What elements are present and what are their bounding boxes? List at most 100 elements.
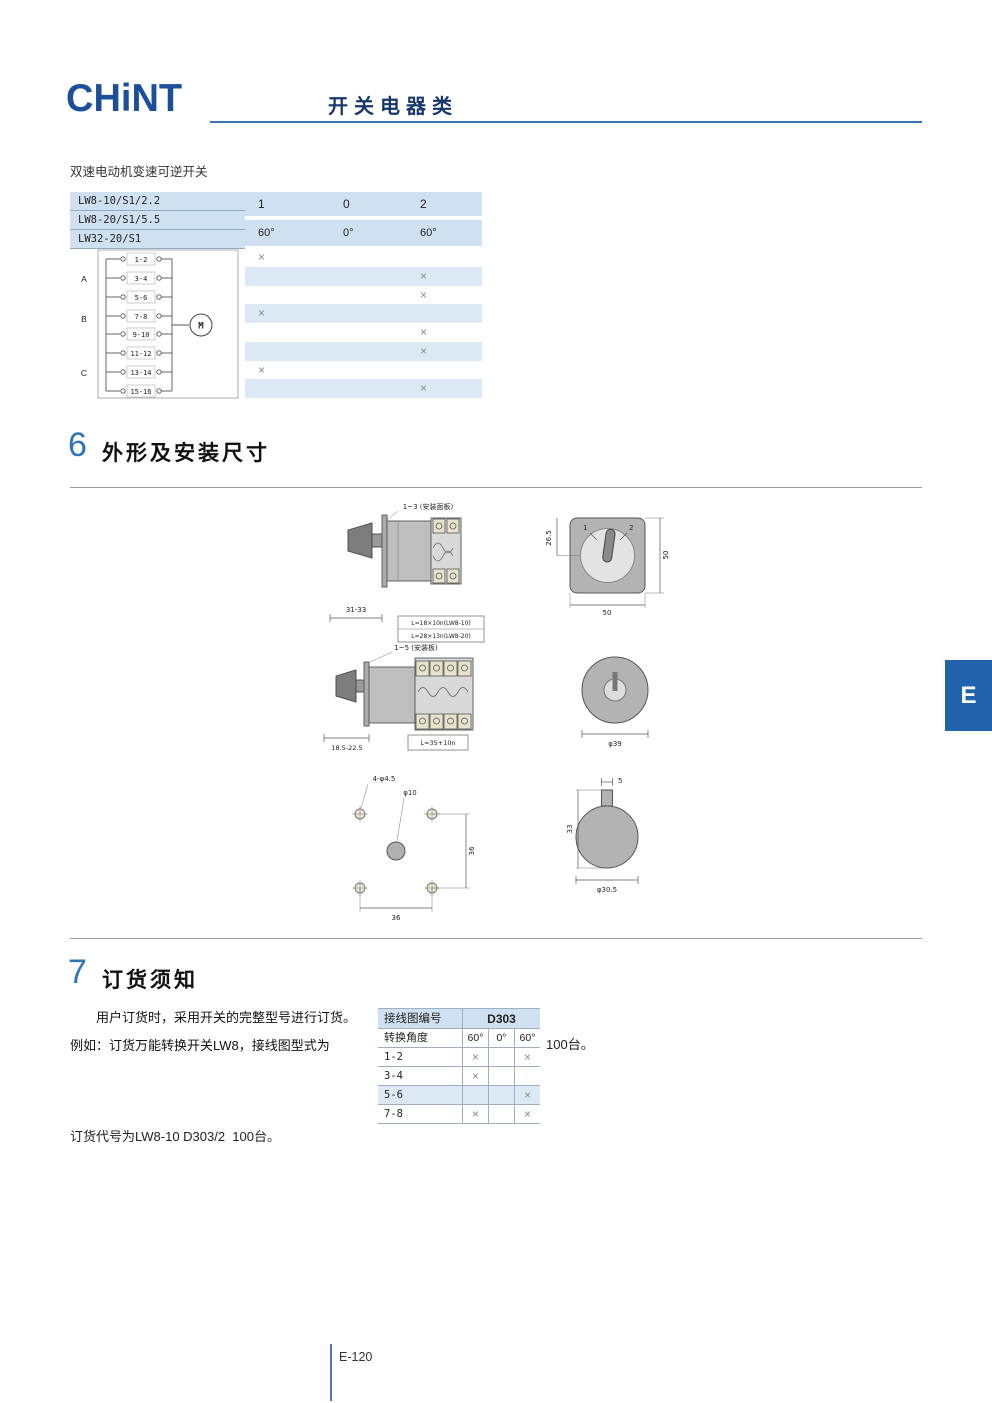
front-panel-drawing: 1 2 50 50 26.5 bbox=[545, 517, 670, 617]
position-label: 2 bbox=[420, 197, 427, 211]
angle-cell: 0° bbox=[488, 1029, 514, 1048]
switch-side-view-panel-drawing: 1~3 (安装面板) 31-33 L=18×10n(LW8-10) L=28×1… bbox=[329, 502, 485, 643]
order-row: 5-6 × bbox=[378, 1086, 540, 1105]
mark-cell bbox=[330, 286, 407, 305]
svg-text:5-6: 5-6 bbox=[135, 294, 148, 302]
paragraph-line: 例如：订货万能转换开关LW8，接线图型式为 bbox=[70, 1038, 330, 1053]
svg-text:11-12: 11-12 bbox=[130, 350, 151, 358]
svg-text:7-8: 7-8 bbox=[135, 313, 148, 321]
angle-cell: 60° bbox=[462, 1029, 488, 1048]
knob-pointer bbox=[612, 672, 618, 691]
mounting-holes-drawing: 4-φ4.5 φ10 36 36 bbox=[352, 775, 476, 922]
angle-label: 0° bbox=[343, 227, 354, 239]
motor-symbol bbox=[189, 313, 213, 337]
order-suffix: 100台。 bbox=[546, 1037, 594, 1052]
handle-front bbox=[602, 528, 616, 563]
header-label: 接线图编号 bbox=[384, 1013, 442, 1025]
angle-row-label: 转换角度 bbox=[384, 1032, 428, 1044]
mark-cell: × bbox=[420, 287, 428, 302]
contact-symbol: 3-4 bbox=[106, 271, 172, 285]
length-formula-1: L=18×10n(LW8-10) bbox=[411, 620, 471, 627]
position-header-row: 1 0 2 bbox=[245, 192, 482, 216]
holes-label: 4-φ4.5 bbox=[373, 775, 396, 783]
section6-title: 外形及安装尺寸 bbox=[102, 442, 270, 465]
contact-symbol: 11-12 bbox=[106, 346, 172, 360]
mark-cell: × bbox=[420, 381, 428, 396]
mark-cell: × bbox=[420, 325, 428, 339]
page-number: E-120 bbox=[339, 1350, 373, 1364]
motor-label: M bbox=[198, 322, 204, 332]
mark-cell bbox=[330, 248, 407, 267]
position-label: 1 bbox=[258, 197, 265, 211]
group-b-label: B bbox=[81, 314, 87, 324]
angle-row: 转换角度 60° 0° 60° bbox=[378, 1029, 540, 1048]
mark-cell bbox=[330, 304, 407, 323]
handle-side bbox=[347, 522, 373, 559]
mark-cell bbox=[488, 1048, 514, 1067]
mark-cell: × bbox=[462, 1105, 488, 1124]
position-grid: 1 0 2 60° 0° 60° × × × × × bbox=[245, 190, 482, 400]
group-a-label: A bbox=[81, 274, 87, 284]
length-formula-2: L=28×13n(LW8-20) bbox=[411, 633, 471, 640]
intro-caption: 双速电动机变速可逆开关 bbox=[70, 165, 208, 179]
plate-note: 1~5 (安装板) bbox=[394, 643, 438, 652]
contact-symbol: 15-16 bbox=[106, 384, 172, 398]
divider bbox=[70, 938, 922, 939]
mark-cell bbox=[514, 1067, 540, 1086]
dim-top-label: 5 bbox=[618, 777, 622, 785]
contact-state-row: × bbox=[245, 266, 482, 286]
angle-header-row: 60° 0° 60° bbox=[245, 220, 482, 246]
order-table-header-row: 接线图编号 D303 bbox=[378, 1008, 540, 1030]
contact-state-row: × bbox=[245, 248, 482, 267]
mark-cell bbox=[245, 323, 330, 342]
contact-symbol: 9-10 bbox=[106, 327, 172, 341]
order-code-note: 订货代号为LW8-10 D303/2 100台。 bbox=[70, 1129, 280, 1144]
order-row: 3-4 × bbox=[378, 1067, 540, 1086]
mark-cell bbox=[407, 304, 480, 323]
contact-state-row: × bbox=[245, 304, 482, 323]
svg-text:15-16: 15-16 bbox=[130, 388, 151, 396]
chint-logo: CHiNT bbox=[66, 77, 183, 121]
dim-height-label: 50 bbox=[662, 551, 670, 560]
contact-symbol: 7-8 bbox=[106, 309, 172, 323]
order-row: 7-8 × × bbox=[378, 1105, 540, 1124]
section7-title: 订货须知 bbox=[102, 969, 198, 992]
divider bbox=[70, 487, 922, 488]
mark-cell bbox=[330, 379, 407, 398]
corner-hole bbox=[352, 806, 368, 822]
dim-h-label: 36 bbox=[392, 914, 401, 922]
switch-body bbox=[368, 666, 416, 724]
mark-cell bbox=[488, 1086, 514, 1105]
mark-cell: × bbox=[258, 306, 266, 321]
contact-symbol: 1-2 bbox=[106, 252, 172, 266]
contact-state-row: × bbox=[245, 286, 482, 305]
svg-text:1-2: 1-2 bbox=[135, 256, 148, 264]
length-formula: L=35+10n bbox=[420, 739, 455, 747]
ordering-paragraph: 用户订货时，采用开关的完整型号进行订货。 例如：订货万能转换开关LW8，接线图型… bbox=[70, 1004, 380, 1060]
contact-pair-label: 5-6 bbox=[384, 1089, 403, 1101]
mark-cell bbox=[407, 361, 480, 380]
mounting-panel bbox=[381, 514, 388, 588]
handle-stem bbox=[601, 789, 613, 807]
paragraph-line: 用户订货时，采用开关的完整型号进行订货。 bbox=[96, 1010, 357, 1025]
knob-top-view-drawing: φ39 bbox=[581, 656, 649, 748]
model-list: LW8-10/S1/2.2 LW8-20/S1/5.5 LW32-20/S1 bbox=[70, 192, 245, 249]
contact-symbol: 5-6 bbox=[106, 290, 172, 304]
angle-label: 60° bbox=[420, 227, 437, 239]
mark-cell bbox=[488, 1067, 514, 1086]
side-tab-e: E bbox=[945, 660, 992, 731]
mark-cell: × bbox=[514, 1086, 540, 1105]
mark-cell bbox=[245, 379, 330, 398]
dim-side-label: 33 bbox=[566, 825, 574, 834]
mounting-plate bbox=[363, 661, 370, 727]
circuit-diagram: 1-2 3-4 5-6 7-8 9-10 11-12 13-14 15-16 bbox=[81, 249, 239, 399]
mark-cell: × bbox=[420, 343, 428, 358]
switching-table: LW8-10/S1/2.2 LW8-20/S1/5.5 LW32-20/S1 1… bbox=[70, 190, 482, 400]
handle-front-view-drawing: 5 33 φ30.5 bbox=[566, 777, 639, 894]
mark-cell: × bbox=[514, 1105, 540, 1124]
mark-cell bbox=[330, 267, 407, 286]
contact-state-row: × bbox=[245, 323, 482, 342]
handle-disc bbox=[575, 805, 639, 869]
mark-cell bbox=[462, 1086, 488, 1105]
